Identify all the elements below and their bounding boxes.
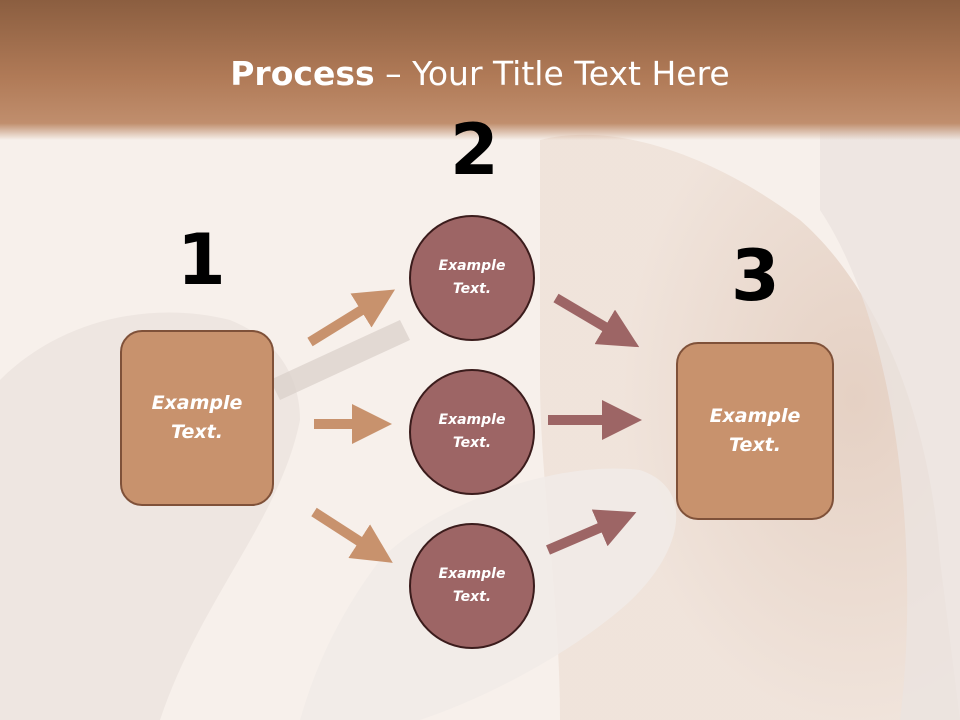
circle-bottom-text: Example Text. — [438, 566, 506, 605]
title-bar — [0, 0, 960, 140]
step-2-circle-bottom: Example Text. — [409, 523, 535, 649]
step-2-circle-middle: Example Text. — [409, 369, 535, 495]
arrow-from-top — [553, 293, 640, 348]
circle-top-text: Example Text. — [438, 258, 506, 297]
arrow-to-bottom — [311, 507, 393, 563]
step-3-number: 3 — [731, 235, 780, 317]
step-3-box: Example Text. — [676, 342, 834, 520]
arrow-to-top — [307, 289, 396, 347]
arrow-from-bottom — [546, 509, 637, 555]
step-2-number: 2 — [450, 109, 499, 191]
title-rest: – Your Title Text Here — [374, 54, 730, 93]
step-1-text: Example Text. — [151, 392, 243, 443]
title-bold: Process — [230, 54, 375, 93]
step-3-text: Example Text. — [709, 405, 801, 456]
step-2-circle-top: Example Text. — [409, 215, 535, 341]
step-1-number: 1 — [177, 219, 226, 301]
slide-title: Process – Your Title Text Here — [0, 52, 960, 96]
step-1-box: Example Text. — [120, 330, 274, 506]
circle-middle-text: Example Text. — [438, 412, 506, 451]
